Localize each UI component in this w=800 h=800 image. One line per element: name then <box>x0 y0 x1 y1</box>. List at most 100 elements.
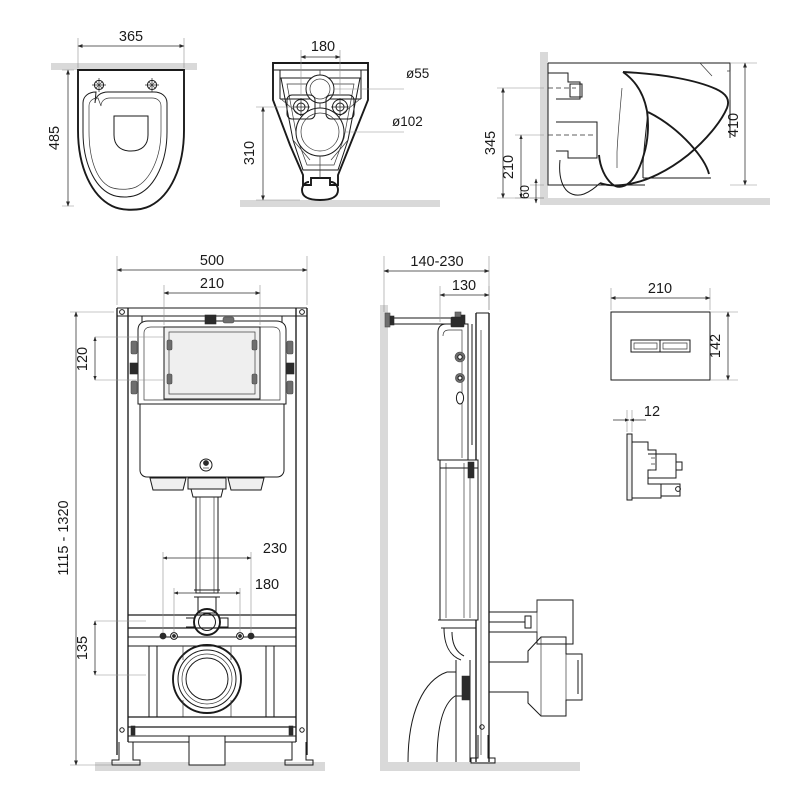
frame-front-foot-right <box>284 742 314 766</box>
frame-front-top-hole-right <box>299 309 305 315</box>
frame-front-soil-outlet-outer <box>172 644 242 714</box>
bowl-top-flush-detail <box>113 115 149 152</box>
dim-label-55: ø55 <box>406 66 429 81</box>
view-plate-front: 210 142 <box>610 281 738 381</box>
frame-side-130-ext <box>439 286 490 322</box>
frame-front-foot-pin-left <box>130 725 136 736</box>
dim-label-102: ø102 <box>392 114 423 129</box>
frame-front-left-upright <box>116 308 129 755</box>
frame-front-foot-hole-right <box>299 727 305 733</box>
frame-side-rear-panel <box>467 324 473 445</box>
bowl-top-bolt-left <box>92 78 106 92</box>
plate-side-lower-arm <box>660 483 681 497</box>
dim-label-140-230: 140-230 <box>410 254 463 270</box>
bowl-side-body-top <box>599 71 730 187</box>
view-bowl-side: 345 210 60 410 <box>483 52 770 205</box>
bowl-side-345-ext <box>497 87 544 199</box>
dim-label-135: 135 <box>75 636 91 660</box>
frame-side-wall <box>380 305 388 763</box>
frame-front-foot-pin-right <box>288 725 294 736</box>
bowl-side-body-mid <box>647 111 710 175</box>
frame-side-tank-elbow <box>443 627 462 661</box>
frame-front-flush-pipe <box>195 496 219 594</box>
bowl-side-envelope-top <box>548 62 731 138</box>
frame-front-cistern-tank <box>139 403 285 478</box>
frame-side-tank-bottom <box>438 619 478 629</box>
frame-front-outlet-box-edges <box>182 646 232 717</box>
frame-front-floor <box>95 762 325 771</box>
bowl-top-outer-outline <box>77 69 185 211</box>
frame-front-outlet-stub <box>188 735 226 766</box>
plate-side-push-rod <box>675 461 683 471</box>
frame-front-lower-struts <box>148 646 275 717</box>
dim-label-485: 485 <box>47 126 63 150</box>
frame-front-soil-outlet-inner <box>181 653 233 705</box>
bowl-side-bowl-wall <box>616 87 623 168</box>
frame-front-pipe-collar <box>187 477 227 490</box>
bowl-top-wall-strip <box>51 63 197 70</box>
frame-side-wall-anchor <box>384 312 395 328</box>
dim-label-365: 365 <box>119 29 143 45</box>
bowl-rear-floor <box>240 200 440 207</box>
frame-front-foot-hole-left <box>119 727 125 733</box>
bowl-rear-outlet-circle-inner <box>300 112 340 152</box>
view-plate-side: 12 <box>613 404 683 501</box>
bowl-side-body-front <box>598 71 649 188</box>
frame-side-soil-elbow-inner <box>436 695 456 763</box>
bowl-side-inlet-box <box>548 72 581 100</box>
frame-side-soil-seal <box>461 675 471 701</box>
view-bowl-top: 365 485 <box>47 29 197 211</box>
dim-label-120: 120 <box>75 347 91 371</box>
frame-side-outlet-spigot-flange <box>540 637 567 716</box>
bowl-rear-outlet-circle <box>295 107 345 157</box>
view-bowl-rear: 180 310 ø55 ø102 <box>240 39 440 207</box>
frame-front-foot-left <box>111 742 141 766</box>
bowl-rear-base-nub <box>301 181 339 201</box>
frame-front-inlet-wings <box>186 617 229 628</box>
frame-front-trim-right <box>227 477 265 491</box>
frame-side-flush-pipe <box>455 660 471 762</box>
dim-label-180-frame: 180 <box>255 577 279 593</box>
plate-front-142-ext <box>710 311 738 381</box>
plate-front-button-slot <box>630 339 691 353</box>
frame-front-trim-left <box>149 477 187 491</box>
bowl-top-bolt-right <box>145 78 159 92</box>
bowl-side-inlet-detail <box>569 83 583 98</box>
dim-label-500: 500 <box>200 253 224 269</box>
frame-front-230-ext <box>162 552 252 632</box>
dim-label-210-side: 210 <box>501 155 517 179</box>
frame-front-500-ext <box>116 256 308 305</box>
plate-side-plate-edge <box>626 433 633 501</box>
frame-side-tank-gasket <box>467 461 475 479</box>
frame-front-access-opening-inner <box>168 331 256 395</box>
frame-front-bolt-holes <box>159 632 255 640</box>
plate-side-12-ext <box>626 410 633 432</box>
frame-front-tank-boss <box>199 458 213 472</box>
frame-front-180-ext <box>173 588 241 632</box>
bowl-rear-flange-sides <box>279 70 362 99</box>
frame-side-tank-elbow-inner <box>451 631 465 657</box>
frame-front-135-ext <box>95 620 146 676</box>
bowl-side-wall <box>540 52 548 204</box>
frame-front-top-hole-left <box>119 309 125 315</box>
bowl-rear-upper-circle-inner <box>309 78 331 100</box>
bowl-top-inner-rim <box>88 97 162 190</box>
frame-side-soil-elbow-outer <box>407 671 448 763</box>
view-frame-side: 140-230 130 <box>380 254 583 771</box>
frame-front-inlet-ring-inner <box>198 613 216 631</box>
bowl-side-rear-chamfer <box>699 62 713 77</box>
bowl-rear-outer-outline <box>272 62 369 186</box>
frame-side-outlet-spigot <box>489 636 583 717</box>
dim-label-310: 310 <box>242 141 258 165</box>
dim-label-230: 230 <box>263 541 287 557</box>
frame-side-valve-controls <box>454 351 466 405</box>
frame-side-wall-rail <box>389 317 460 325</box>
frame-side-cistern-upper-inner <box>442 329 463 458</box>
plate-front-button-faces <box>633 342 688 350</box>
frame-side-foot-hole <box>479 724 485 730</box>
bowl-top-seat-ring <box>82 91 168 198</box>
dim-label-60: 60 <box>518 185 532 199</box>
bowl-top-width-ext <box>77 38 185 68</box>
frame-side-inlet-connector <box>450 316 465 328</box>
frame-front-access-opening <box>163 326 261 400</box>
